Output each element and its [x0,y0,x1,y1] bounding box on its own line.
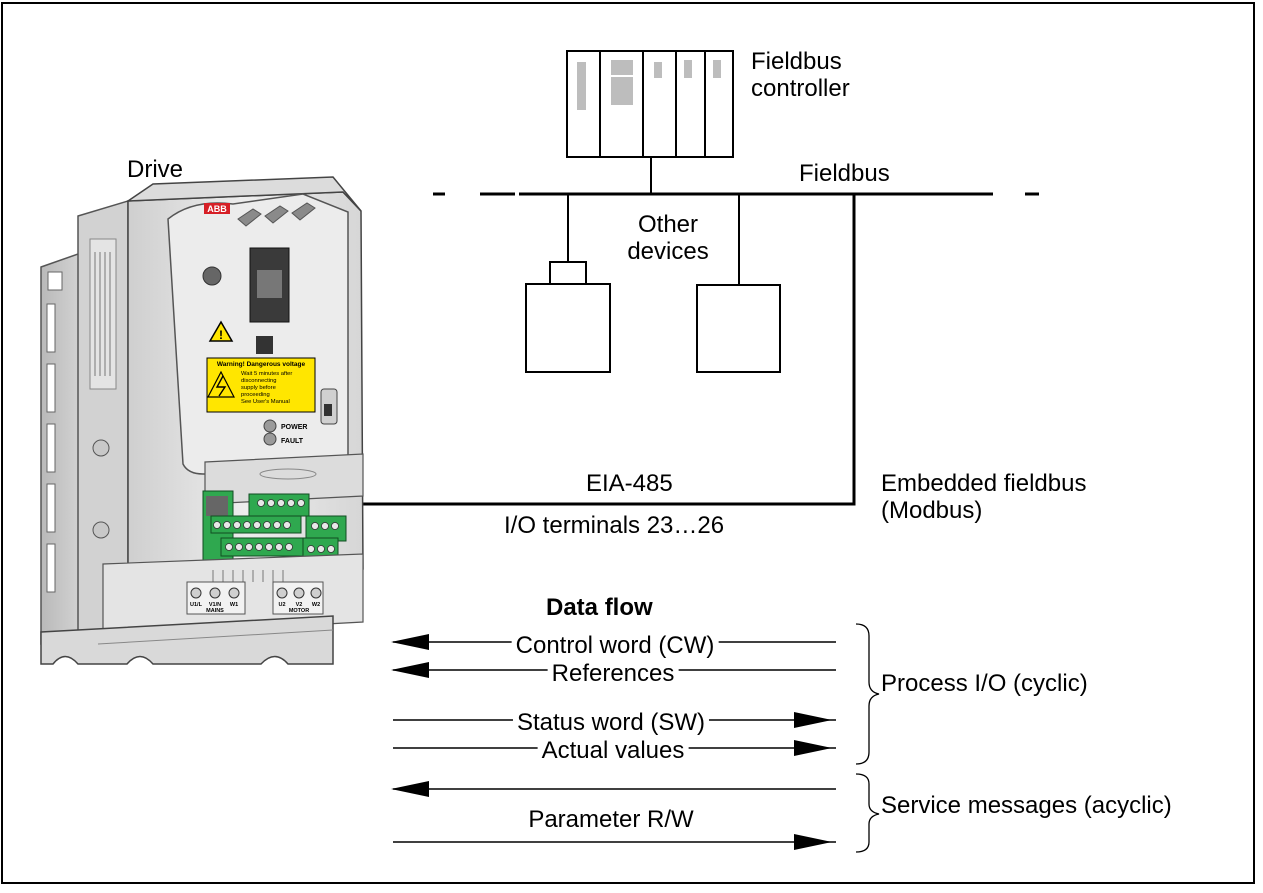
flow-label-status-word: Status word (SW) [512,709,710,736]
label-line: devices [627,238,709,265]
flow-label-control-word: Control word (CW) [511,632,719,659]
label-line: (Modbus) [881,497,983,524]
warning-line: supply before [241,385,276,391]
embedded-fieldbus-link [353,194,856,506]
flow-label-references: References [547,660,679,687]
warning-line: disconnecting [241,378,276,384]
eia485-label: EIA-485 [586,470,673,497]
other-devices-label: Other devices [627,211,708,265]
drive-illustration: ABB ! Warning! Dangerous voltage Wait 5 … [40,176,364,665]
svg-text:!: ! [219,328,223,342]
warning-line: Wait 5 minutes after [241,371,292,377]
io-terminals [202,490,347,567]
fieldbus-controller-rack [566,50,734,158]
label-line: controller [751,75,850,102]
process-io-brace [855,623,880,765]
led-power-label: POWER [281,424,307,431]
status-word-arrow-head [794,712,832,728]
terminal-label: W2 [312,602,320,608]
drive-brand: ABB [207,204,227,214]
fieldbus-label: Fieldbus [799,160,890,187]
warning-line: proceeding [241,392,270,398]
data-flow-arrows [391,634,836,850]
terminal-label: U1/L [190,602,203,608]
fieldbus-line [433,157,1039,196]
control-word-arrow-head [391,634,429,650]
terminal-label: V1/N [209,602,221,608]
flow-label-parameter-rw: Parameter R/W [528,806,694,833]
terminal-label: U2 [278,602,285,608]
label-line: Other [637,211,699,238]
diagram-canvas: ABB ! Warning! Dangerous voltage Wait 5 … [40,50,1039,853]
parameter-request-arrow-head [391,781,429,797]
flow-label-actual-values: Actual values [537,737,689,764]
service-messages-brace [855,773,880,853]
io-terminals-label: I/O terminals 23…26 [504,512,725,539]
warning-line: See User's Manual [241,399,290,405]
terminal-label: W1 [230,602,238,608]
data-flow-title: Data flow [546,594,653,621]
label-line: Fieldbus [751,48,842,75]
terminal-label: V2 [296,602,303,608]
motor-label: MOTOR [289,608,309,614]
references-arrow-head [391,662,429,678]
embedded-fieldbus-label: Embedded fieldbus (Modbus) [881,470,1086,524]
drive-label: Drive [127,156,184,183]
fieldbus-controller-label: Fieldbus controller [751,48,850,102]
parameter-response-arrow-head [794,834,832,850]
warning-text: Wait 5 minutes after disconnecting suppl… [241,371,292,405]
other-devices [525,194,781,373]
mains-label: MAINS [206,608,224,614]
warning-title: Warning! Dangerous voltage [217,361,306,368]
braces [855,623,880,853]
label-line: Embedded fieldbus [881,470,1087,497]
process-io-label: Process I/O (cyclic) [881,670,1088,697]
led-fault-label: FAULT [281,438,304,445]
service-messages-label: Service messages (acyclic) [881,792,1172,819]
actual-values-arrow-head [794,740,832,756]
